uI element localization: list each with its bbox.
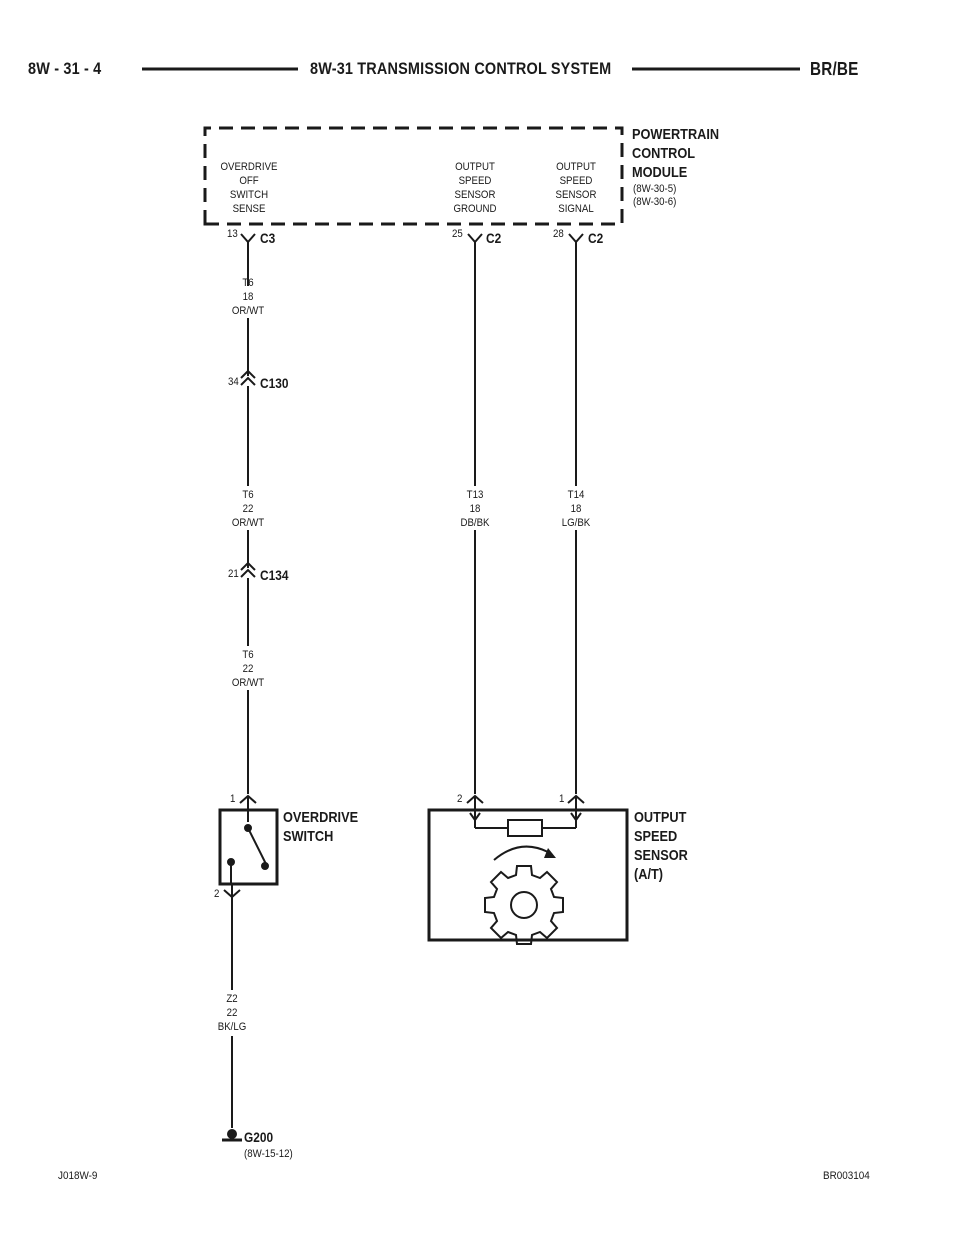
- wire-t6-mid-label: T6 22 OR/WT: [231, 489, 265, 529]
- c2-signal-connector-name: C2: [588, 230, 604, 246]
- output-speed-sensor-pin-2: 2: [457, 793, 463, 805]
- wire-t6-upper-label: T6 18 OR/WT: [231, 277, 265, 317]
- pcm-name: POWERTRAIN CONTROL MODULE: [632, 126, 720, 181]
- output-speed-sensor-name: OUTPUT SPEED SENSOR (A/T): [634, 809, 688, 883]
- output-speed-sensor-pin-1: 1: [559, 793, 565, 805]
- footer-right-code: BR003104: [823, 1170, 870, 1182]
- c2-signal-pin-number: 28: [553, 228, 564, 240]
- c3-connector-name: C3: [260, 230, 276, 246]
- page-number: 8W - 31 - 4: [28, 59, 102, 78]
- overdrive-switch-pin-2: 2: [214, 888, 220, 900]
- overdrive-switch-pin-1: 1: [230, 793, 236, 805]
- c2-ground-pin-number: 25: [452, 228, 463, 240]
- pcm-refs: (8W-30-5) (8W-30-6): [633, 183, 677, 208]
- page-title: 8W-31 TRANSMISSION CONTROL SYSTEM: [310, 59, 612, 78]
- wire-t13-label: T13 18 DB/BK: [460, 489, 490, 529]
- c134-connector-name: C134: [260, 567, 289, 583]
- wire-t14-label: T14 18 LG/BK: [561, 489, 591, 529]
- footer-left-code: J018W-9: [58, 1170, 98, 1182]
- c134-pin-number: 21: [228, 568, 239, 580]
- circuit-output-speed-sensor-signal: OUTPUT SPEED SENSOR SIGNAL: [555, 161, 597, 215]
- c130-connector-name: C130: [260, 375, 289, 391]
- ground-g200-ref: (8W-15-12): [244, 1148, 293, 1160]
- model-code: BR/BE: [810, 59, 859, 79]
- ground-g200-name: G200: [244, 1129, 274, 1145]
- circuit-output-speed-sensor-ground: OUTPUT SPEED SENSOR GROUND: [453, 161, 497, 215]
- circuit-overdrive-off-switch-sense: OVERDRIVE OFF SWITCH SENSE: [220, 161, 278, 215]
- c130-pin-number: 34: [228, 376, 239, 388]
- c3-pin-number: 13: [227, 228, 238, 240]
- wire-t6-lower-label: T6 22 OR/WT: [231, 649, 265, 689]
- overdrive-switch-name: OVERDRIVE SWITCH: [283, 809, 359, 845]
- wire-z2-label: Z2 22 BK/LG: [217, 993, 247, 1033]
- c2-ground-connector-name: C2: [486, 230, 502, 246]
